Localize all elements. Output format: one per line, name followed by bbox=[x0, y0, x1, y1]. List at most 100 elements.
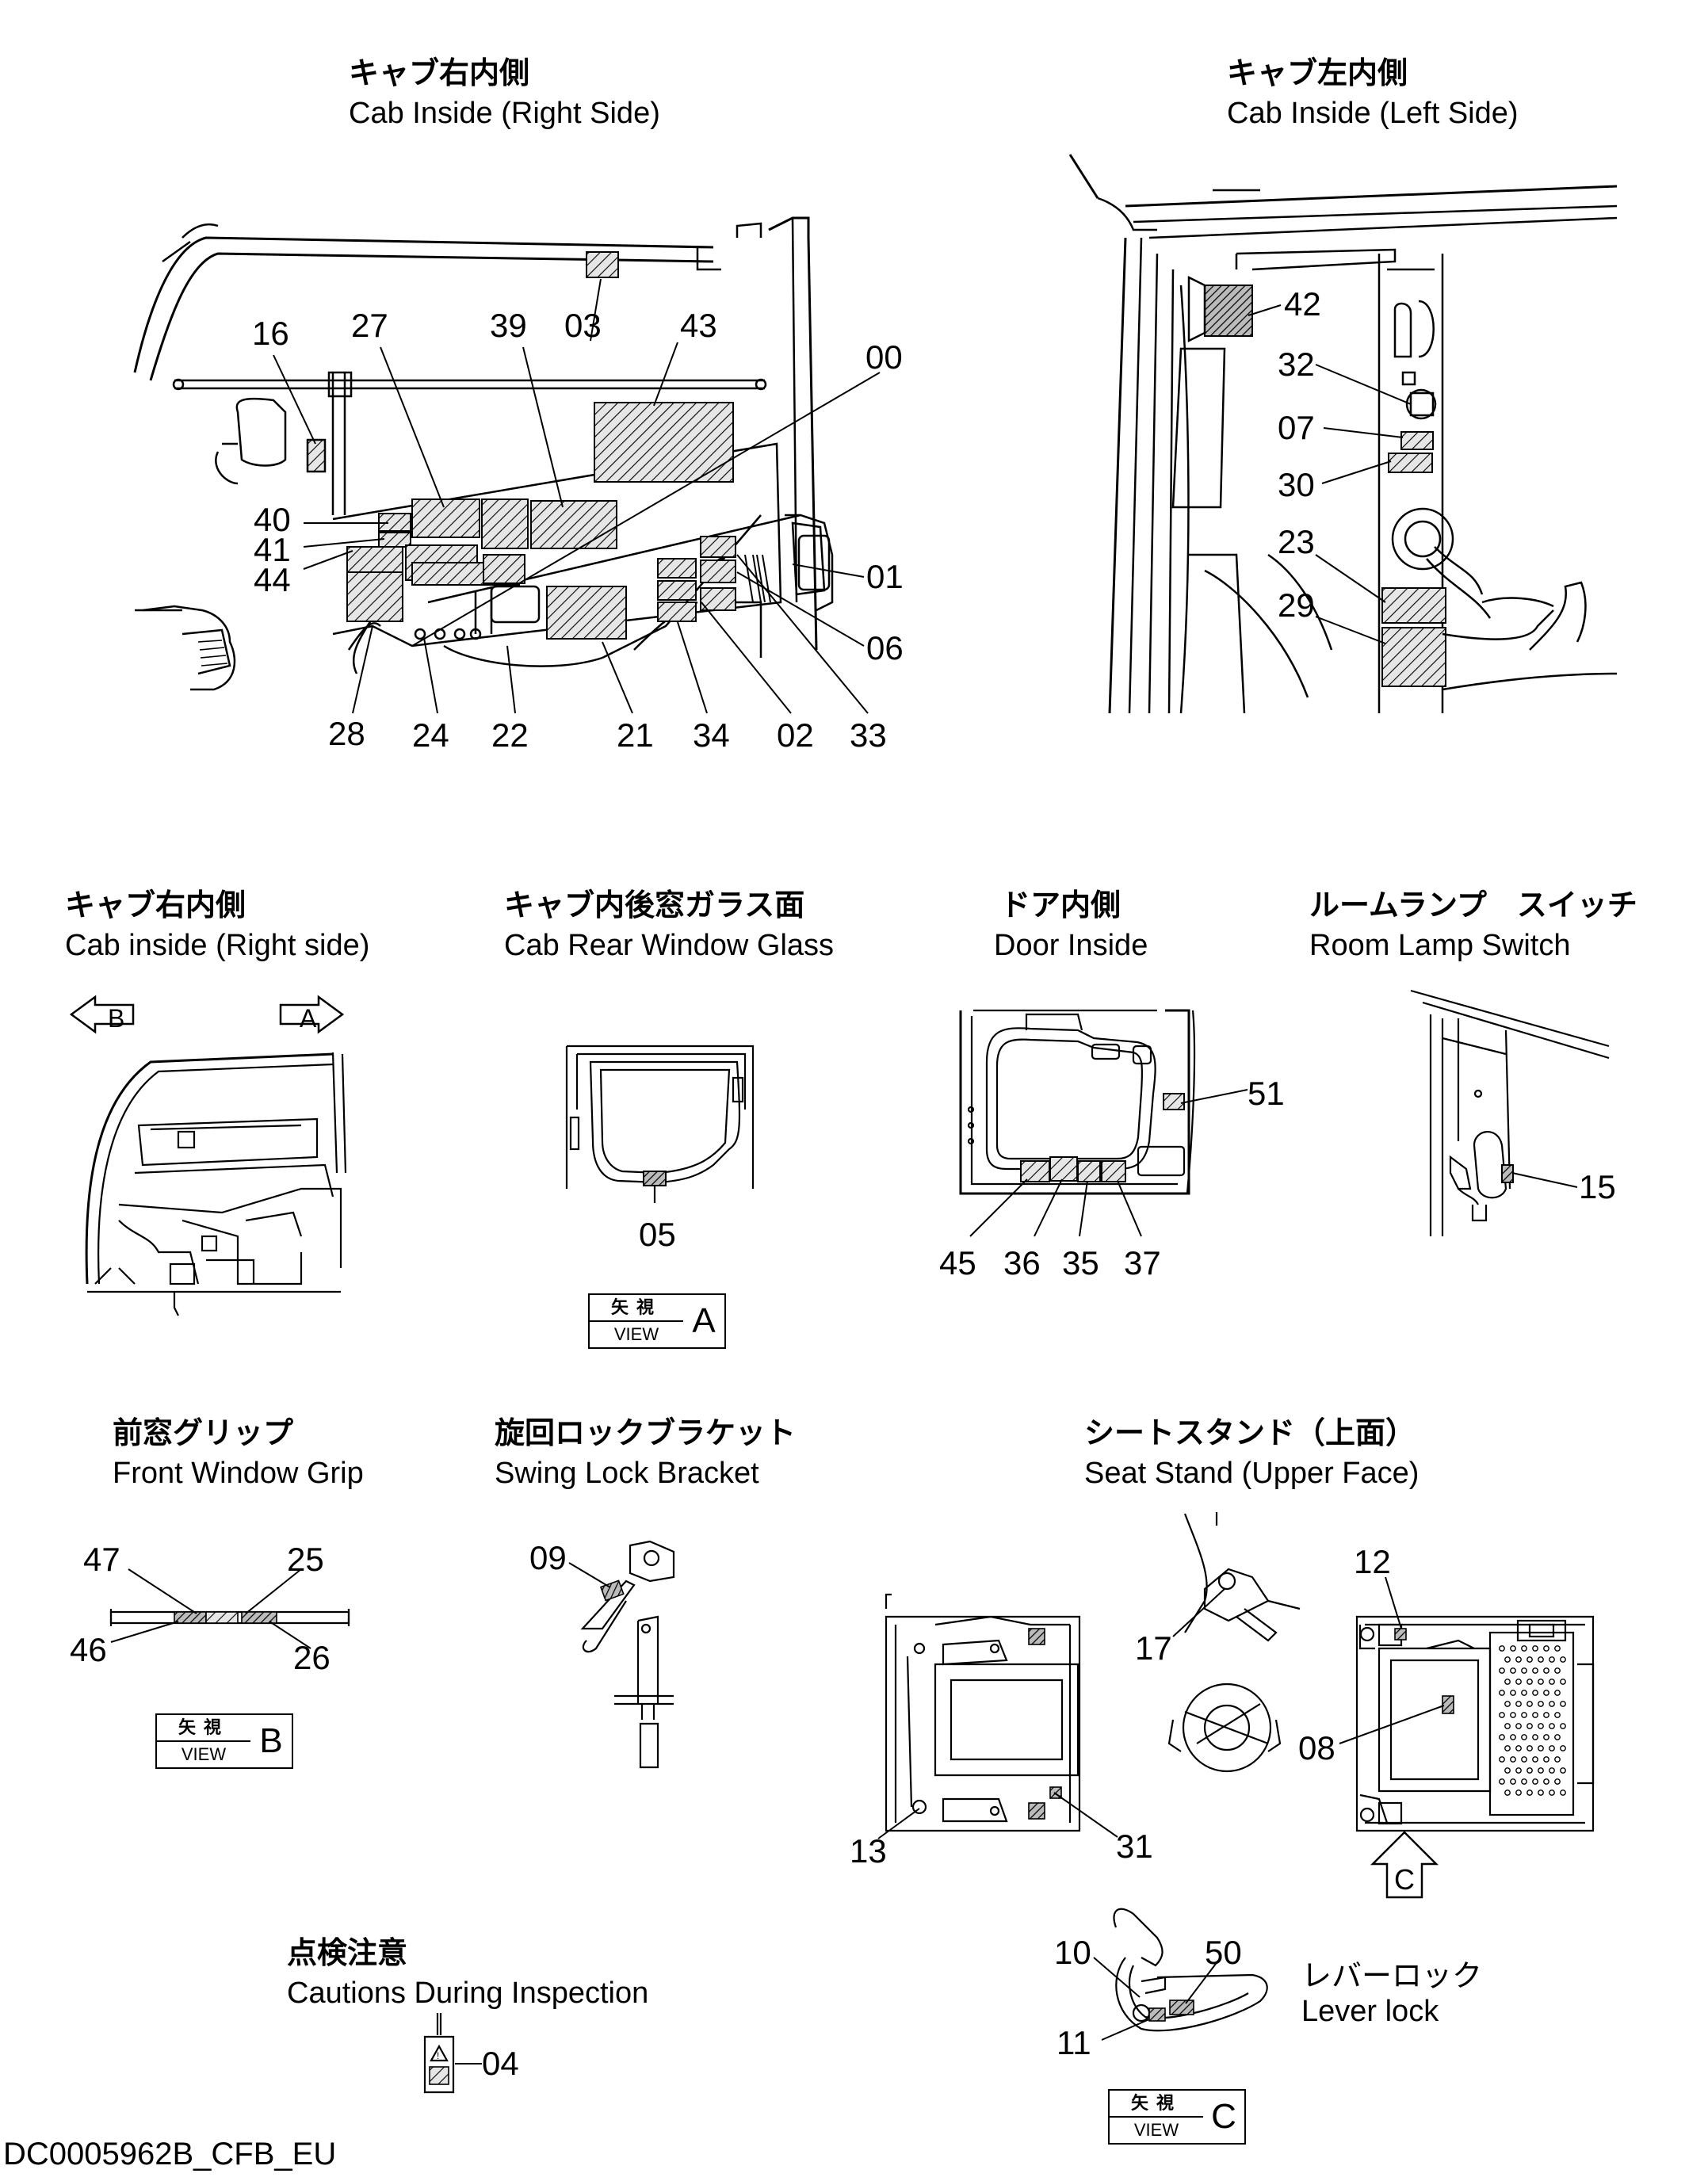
title-jp: キャブ右内側 bbox=[65, 889, 246, 922]
door-drawing bbox=[959, 1009, 1196, 1195]
callout-33: 33 bbox=[850, 716, 887, 754]
vent-dot bbox=[1515, 1701, 1522, 1707]
vent-dot bbox=[1510, 1712, 1516, 1718]
rear-window-drawing bbox=[565, 1045, 755, 1203]
cab-left-leaders bbox=[1248, 304, 1412, 644]
title-en: Seat Stand (Upper Face) bbox=[1084, 1457, 1420, 1490]
vent-dot bbox=[1521, 1667, 1527, 1674]
vent-dot bbox=[1499, 1645, 1505, 1652]
vent-dot bbox=[1560, 1789, 1566, 1796]
view-box-en: VIEW bbox=[613, 1324, 659, 1344]
title-jp: シートスタンド（上面） bbox=[1084, 1417, 1416, 1450]
callout-06: 06 bbox=[866, 629, 904, 667]
callout-10: 10 bbox=[1054, 1934, 1091, 1971]
callout-01: 01 bbox=[866, 558, 904, 595]
vent-dot bbox=[1554, 1667, 1561, 1674]
title-jp: 前窓グリップ bbox=[113, 1417, 294, 1450]
room-lamp-drawing bbox=[1410, 989, 1610, 1236]
callout-03: 03 bbox=[564, 307, 602, 344]
title-en: Swing Lock Bracket bbox=[495, 1457, 759, 1490]
view-box-en: VIEW bbox=[181, 1744, 227, 1764]
vent-dot bbox=[1510, 1645, 1516, 1652]
vent-dot bbox=[1549, 1701, 1555, 1707]
cab-left-callouts: 42 32 07 30 23 29 bbox=[1278, 285, 1321, 624]
cab-left-drawing bbox=[1068, 154, 1618, 714]
callout-05: 05 bbox=[639, 1216, 676, 1253]
vent-dot bbox=[1549, 1723, 1555, 1729]
vent-dot bbox=[1543, 1778, 1549, 1785]
seat-stand-vent-dots bbox=[1499, 1645, 1566, 1796]
vent-dot bbox=[1504, 1656, 1511, 1663]
title-en: Front Window Grip bbox=[113, 1457, 364, 1490]
vent-dot bbox=[1515, 1789, 1522, 1796]
callout-43: 43 bbox=[680, 307, 717, 344]
callout-02: 02 bbox=[777, 716, 814, 754]
callout-07: 07 bbox=[1278, 409, 1315, 446]
callout-13: 13 bbox=[850, 1832, 887, 1870]
vent-dot bbox=[1554, 1734, 1561, 1740]
vent-dot bbox=[1560, 1767, 1566, 1774]
view-arrow-b: B bbox=[69, 995, 135, 1034]
vent-dot bbox=[1499, 1712, 1505, 1718]
vent-dot bbox=[1499, 1734, 1505, 1740]
title-en: Cab Rear Window Glass bbox=[504, 929, 835, 962]
callout-12: 12 bbox=[1354, 1543, 1391, 1580]
callout-31: 31 bbox=[1116, 1828, 1153, 1865]
title-cab-inside-right: キャブ右内側 Cab Inside (Right Side) bbox=[349, 54, 660, 133]
title-lever-lock: レバーロック Lever lock bbox=[1301, 1959, 1482, 2029]
callout-50: 50 bbox=[1205, 1934, 1242, 1971]
vent-dot bbox=[1510, 1756, 1516, 1763]
vent-dot bbox=[1515, 1767, 1522, 1774]
callout-15: 15 bbox=[1579, 1168, 1616, 1205]
title-cab-inside-right-small: キャブ右内側 Cab inside (Right side) bbox=[65, 886, 369, 965]
vent-dot bbox=[1521, 1778, 1527, 1785]
callout-25: 25 bbox=[287, 1541, 324, 1578]
vent-dot bbox=[1538, 1656, 1544, 1663]
title-jp: レバーロック bbox=[1301, 1960, 1483, 1993]
title-en: Cautions During Inspection bbox=[287, 1977, 649, 2010]
vent-dot bbox=[1538, 1745, 1544, 1751]
vent-dot bbox=[1527, 1723, 1533, 1729]
vent-dot bbox=[1527, 1745, 1533, 1751]
vent-dot bbox=[1521, 1734, 1527, 1740]
callout-28: 28 bbox=[328, 715, 365, 752]
vent-dot bbox=[1504, 1789, 1511, 1796]
title-cab-inside-left: キャブ左内側 Cab Inside (Left Side) bbox=[1227, 54, 1519, 133]
inspection-drawing: ! bbox=[423, 2013, 455, 2094]
vent-dot bbox=[1554, 1645, 1561, 1652]
lever-lock-leaders bbox=[1093, 1957, 1221, 2041]
cab-right-callouts: 16 27 39 03 43 00 40 41 44 01 06 28 24 2… bbox=[252, 307, 904, 754]
arrow-a-letter: A bbox=[300, 1004, 317, 1033]
title-door-inside: ドア内側 Door Inside bbox=[994, 886, 1148, 965]
vent-dot bbox=[1504, 1745, 1511, 1751]
callout-32: 32 bbox=[1278, 346, 1315, 383]
vent-dot bbox=[1554, 1778, 1561, 1785]
vent-dot bbox=[1527, 1767, 1533, 1774]
title-jp: 点検注意 bbox=[287, 1937, 408, 1970]
vent-dot bbox=[1527, 1789, 1533, 1796]
seat-stand-drawing bbox=[885, 1512, 1595, 1832]
title-jp: ドア内側 bbox=[1000, 889, 1121, 922]
view-box-jp: 矢視 bbox=[157, 1715, 250, 1742]
vent-dot bbox=[1499, 1778, 1505, 1785]
title-en: Cab Inside (Right Side) bbox=[349, 97, 660, 130]
view-box-b: 矢視 VIEW B bbox=[155, 1713, 293, 1769]
grip-callouts: 47 25 46 26 bbox=[70, 1541, 331, 1676]
vent-dot bbox=[1538, 1679, 1544, 1685]
vent-dot bbox=[1510, 1734, 1516, 1740]
callout-40: 40 bbox=[254, 501, 291, 538]
vent-dot bbox=[1543, 1690, 1549, 1696]
grip-leaders bbox=[110, 1568, 311, 1649]
callout-30: 30 bbox=[1278, 466, 1315, 503]
vent-dot bbox=[1515, 1745, 1522, 1751]
vent-dot bbox=[1560, 1701, 1566, 1707]
title-room-lamp-switch: ルームランプ スイッチ Room Lamp Switch bbox=[1309, 886, 1637, 965]
callout-08: 08 bbox=[1298, 1729, 1335, 1767]
callout-46: 46 bbox=[70, 1631, 107, 1668]
title-en: Door Inside bbox=[994, 929, 1148, 962]
vent-dot bbox=[1538, 1789, 1544, 1796]
vent-dot bbox=[1510, 1690, 1516, 1696]
title-cautions-during-inspection: 点検注意 Cautions During Inspection bbox=[287, 1934, 648, 2013]
